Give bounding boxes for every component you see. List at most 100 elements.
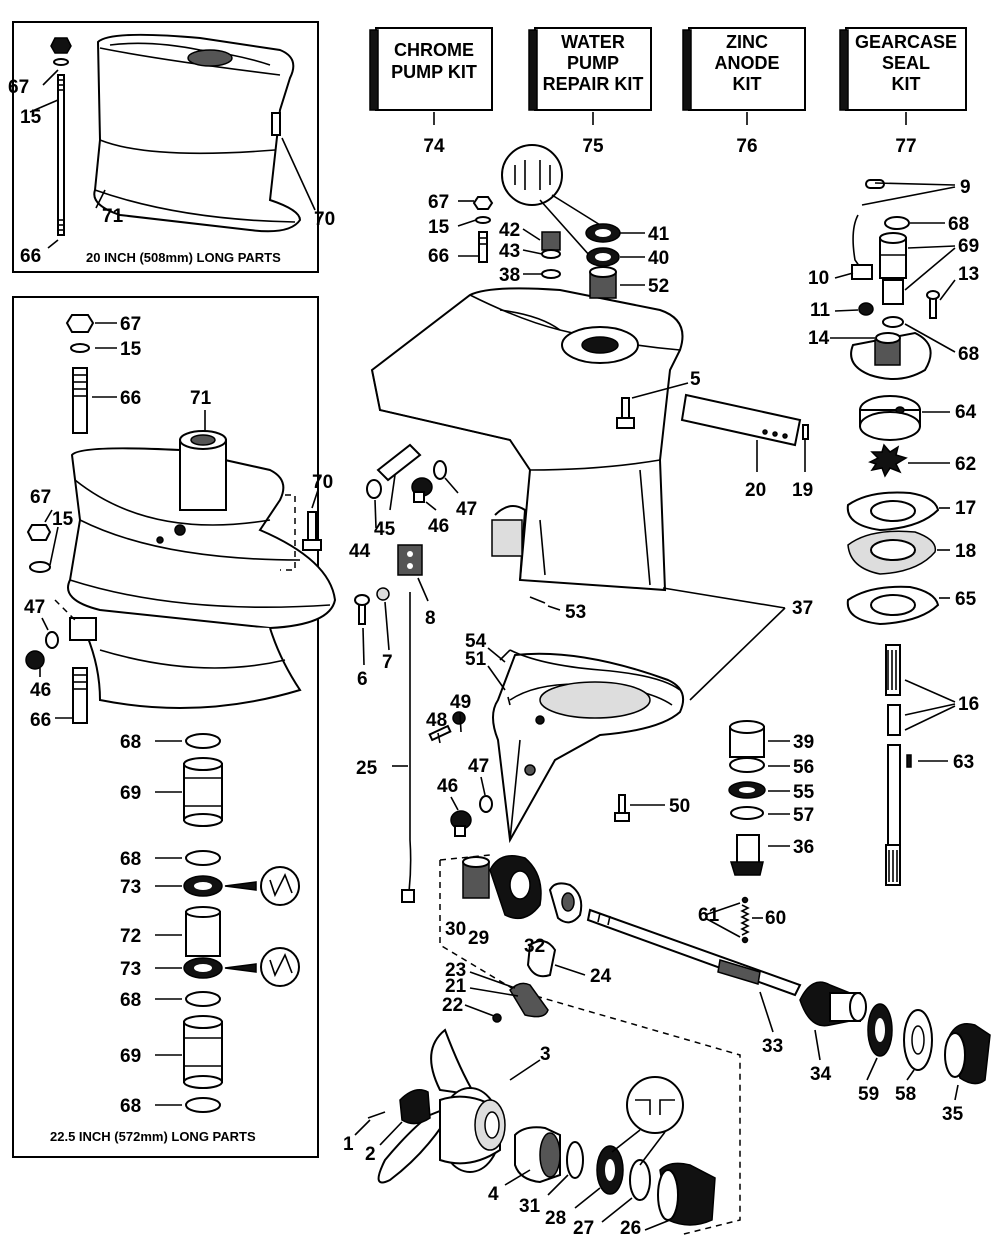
callout-76: 76 xyxy=(736,136,757,157)
callout-51: 51 xyxy=(465,649,487,670)
callout-73: 73 xyxy=(120,959,141,980)
nut xyxy=(65,314,95,333)
svg-text:PUMP: PUMP xyxy=(567,53,619,73)
callout-68: 68 xyxy=(120,732,141,753)
long-exhaust-housing xyxy=(67,430,337,709)
short-parts-caption: 20 INCH (508mm) LONG PARTS xyxy=(86,250,281,265)
callout-63: 63 xyxy=(953,752,974,773)
callout-74: 74 xyxy=(423,136,445,157)
callout-46: 46 xyxy=(437,776,458,797)
callout-11: 11 xyxy=(810,300,831,321)
callout-15: 15 xyxy=(52,509,74,530)
callout-72: 72 xyxy=(120,926,141,947)
washer xyxy=(70,343,90,353)
svg-text:PUMP KIT: PUMP KIT xyxy=(391,62,477,82)
long-parts-frame xyxy=(12,296,319,1158)
short-stud xyxy=(50,37,72,236)
callout-31: 31 xyxy=(519,1196,541,1217)
callout-68: 68 xyxy=(958,344,979,365)
long-parts-caption: 22.5 INCH (572mm) LONG PARTS xyxy=(50,1129,256,1144)
callout-2: 2 xyxy=(365,1144,376,1165)
propeller xyxy=(377,1028,506,1184)
water-pump-parts xyxy=(846,179,940,626)
callout-57: 57 xyxy=(793,805,814,826)
callout-21: 21 xyxy=(445,976,467,997)
kit-boxes: CHROME PUMP KIT 74 WATER PUMP REPAIR KIT… xyxy=(369,27,967,157)
tube-69-upper xyxy=(183,757,223,827)
callout-68: 68 xyxy=(948,214,969,235)
callout-47: 47 xyxy=(24,597,45,618)
gearcase-seal-kit-box: GEARCASE SEAL KIT 77 xyxy=(839,27,967,157)
upper-small-parts xyxy=(472,144,621,299)
callout-44: 44 xyxy=(349,541,371,562)
callout-8: 8 xyxy=(425,608,436,629)
callout-64: 64 xyxy=(955,402,977,423)
svg-text:SEAL: SEAL xyxy=(882,53,930,73)
chrome-pump-kit-box: CHROME PUMP KIT 74 xyxy=(369,27,493,157)
driveshaft xyxy=(885,644,912,886)
callout-71: 71 xyxy=(102,206,124,227)
callout-41: 41 xyxy=(648,224,670,245)
callout-32: 32 xyxy=(524,936,545,957)
callout-40: 40 xyxy=(648,248,669,269)
callout-55: 55 xyxy=(793,782,815,803)
callout-62: 62 xyxy=(955,454,976,475)
callout-14: 14 xyxy=(808,328,830,349)
callout-58: 58 xyxy=(895,1084,916,1105)
callout-28: 28 xyxy=(545,1208,566,1229)
callout-35: 35 xyxy=(942,1104,964,1125)
callout-6: 6 xyxy=(357,669,368,690)
callout-56: 56 xyxy=(793,757,814,778)
callout-9: 9 xyxy=(960,177,971,198)
long-parts-panel: 71 67 15 66 70 67 15 47 46 66 xyxy=(12,296,337,1158)
callout-54: 54 xyxy=(465,631,487,652)
callout-53: 53 xyxy=(565,602,586,623)
callout-4: 4 xyxy=(488,1184,499,1205)
zinc-anode-kit-box: ZINC ANODE KIT 76 xyxy=(682,27,806,157)
callout-68: 68 xyxy=(120,990,141,1011)
upper-gearcase xyxy=(370,287,684,592)
callout-77: 77 xyxy=(895,136,916,157)
callout-37: 37 xyxy=(792,598,813,619)
callout-16: 16 xyxy=(958,694,979,715)
callout-66: 66 xyxy=(120,388,141,409)
callout-73: 73 xyxy=(120,877,141,898)
callout-70: 70 xyxy=(314,209,335,230)
callout-60: 60 xyxy=(765,908,786,929)
callout-10: 10 xyxy=(808,268,829,289)
callout-18: 18 xyxy=(955,541,976,562)
svg-text:CHROME: CHROME xyxy=(394,40,474,60)
svg-text:ZINC: ZINC xyxy=(726,32,768,52)
callout-24: 24 xyxy=(590,966,612,987)
svg-text:GEARCASE: GEARCASE xyxy=(855,32,957,52)
bolt xyxy=(307,511,317,543)
callout-42: 42 xyxy=(499,220,520,241)
callout-67: 67 xyxy=(428,192,449,213)
callout-19: 19 xyxy=(792,480,813,501)
callout-67: 67 xyxy=(30,487,51,508)
callout-66: 66 xyxy=(428,246,449,267)
callout-29: 29 xyxy=(468,928,489,949)
callout-7: 7 xyxy=(382,652,393,673)
callout-65: 65 xyxy=(955,589,977,610)
tube-69-lower xyxy=(183,1015,223,1089)
callout-68: 68 xyxy=(120,849,141,870)
callout-70: 70 xyxy=(312,472,333,493)
callout-67: 67 xyxy=(8,77,29,98)
callout-23: 23 xyxy=(445,960,466,981)
callout-15: 15 xyxy=(120,339,142,360)
callout-43: 43 xyxy=(499,241,520,262)
callout-22: 22 xyxy=(442,995,463,1016)
callout-52: 52 xyxy=(648,276,669,297)
short-parts-frame xyxy=(12,21,319,273)
callout-15: 15 xyxy=(428,217,450,238)
callout-39: 39 xyxy=(793,732,814,753)
callout-59: 59 xyxy=(858,1084,879,1105)
callout-47: 47 xyxy=(468,756,489,777)
callout-66: 66 xyxy=(20,246,41,267)
lower-gearcase xyxy=(492,652,684,844)
callout-27: 27 xyxy=(573,1218,594,1239)
callout-48: 48 xyxy=(426,710,447,731)
callout-5: 5 xyxy=(690,369,701,390)
callout-46: 46 xyxy=(428,516,449,537)
